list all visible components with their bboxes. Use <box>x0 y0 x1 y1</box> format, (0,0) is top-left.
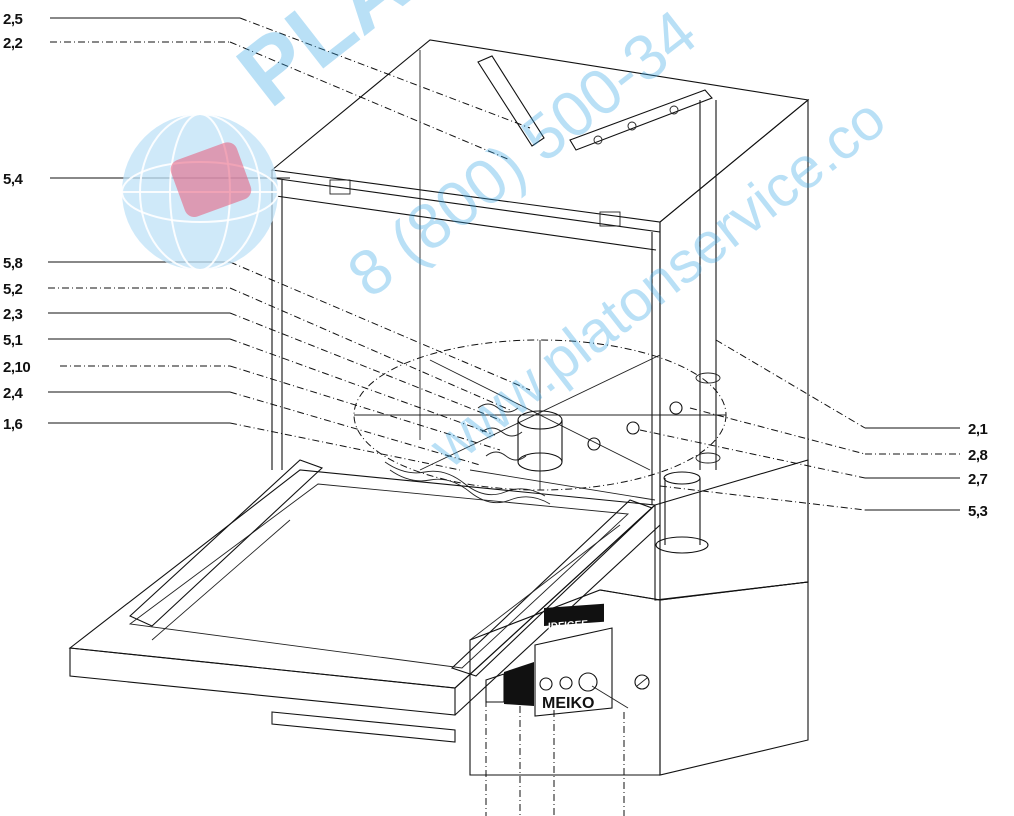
panel-display <box>544 603 604 626</box>
switch-block <box>485 673 505 703</box>
callout-label: 1,6 <box>3 416 23 433</box>
callout-label: 2,4 <box>3 385 24 402</box>
door-hinge-block <box>271 711 456 743</box>
right-guide-rail <box>450 499 654 677</box>
wash-arm-assembly <box>353 339 727 505</box>
wash-hub-bottom <box>517 452 563 472</box>
callout-label: 5,1 <box>3 332 23 349</box>
leader-5-1 <box>229 338 496 436</box>
base-housing-top-edge <box>599 589 661 601</box>
ring-nozzle <box>669 401 683 415</box>
callout-label: 2,8 <box>968 447 988 464</box>
knob-icon <box>539 677 553 691</box>
upper-spray-arms <box>477 55 713 151</box>
frame-top-rail-inner <box>275 195 657 251</box>
leader-2-3 <box>229 312 501 421</box>
door-front-edge <box>69 647 456 716</box>
chamber-floor-edge <box>469 469 656 501</box>
upper-spray-arm-left <box>477 55 545 147</box>
globe-logo-icon <box>121 113 279 271</box>
leader-2-1 <box>715 339 866 429</box>
screw-slot <box>636 677 648 687</box>
callout-label: 2,3 <box>3 306 23 323</box>
leader-2-2 <box>229 41 511 161</box>
control-panel-plate <box>534 627 613 717</box>
callout-label: 5,3 <box>968 503 988 520</box>
leader-5-8 <box>229 261 531 391</box>
nozzle <box>669 105 679 115</box>
left-guide-rail-groove <box>151 519 291 641</box>
watermark: PLATO 8 (800) 500-34 www.platonservice.c… <box>121 0 897 481</box>
callout-label: 5,2 <box>3 281 23 298</box>
callout-label: 5,4 <box>3 171 24 188</box>
standpipe-base <box>655 536 709 554</box>
sump-filter-edge <box>389 469 551 505</box>
watermark-brand: PLATO <box>220 0 522 126</box>
machine-cabinet <box>270 39 810 776</box>
nozzle <box>627 121 637 131</box>
leader-2-10 <box>229 365 501 451</box>
panel-display-text: IDFIGEE <box>548 619 588 633</box>
knob-icon <box>559 676 573 690</box>
left-guide-rail <box>129 459 324 627</box>
frame-top-rail <box>271 177 661 233</box>
pump-spring <box>477 403 527 461</box>
standpipe-top <box>663 471 701 485</box>
base-housing-side <box>659 581 809 776</box>
door-right-edge <box>454 504 656 689</box>
upper-spray-arm-right <box>569 89 713 151</box>
left-callouts: 2,5 2,2 5,4 5,8 5,2 2,3 5,1 2,10 2,4 1,6 <box>3 11 531 471</box>
door-hinge <box>329 179 351 195</box>
cabinet-lower-side <box>654 459 809 601</box>
leader-2-5 <box>239 17 531 129</box>
leader-2-4 <box>229 391 481 466</box>
knob-leader <box>591 685 629 709</box>
callout-label: 2,10 <box>3 359 30 376</box>
callout-label: 2,2 <box>3 35 23 52</box>
callout-label: 2,7 <box>968 471 988 488</box>
screw-icon <box>634 674 650 690</box>
open-door-tray <box>68 459 661 743</box>
door-hinge-right <box>599 211 621 227</box>
leader-5-3 <box>659 485 866 511</box>
ring-nozzle <box>587 437 601 451</box>
knob-icon <box>578 672 598 692</box>
callout-label: 2,1 <box>968 421 988 438</box>
callout-label: 5,8 <box>3 255 23 272</box>
leader-2-8 <box>689 407 866 455</box>
riser-coupling-lower <box>695 452 721 464</box>
panel-brand-text: MEIKO <box>542 695 594 712</box>
nozzle <box>593 135 603 145</box>
sump-filter <box>384 461 546 497</box>
right-callouts: 2,1 2,8 2,7 5,3 <box>639 339 988 520</box>
right-guide-rail-groove <box>469 524 621 641</box>
control-panel: IDFIGEE MEIKO <box>485 603 650 816</box>
leader-2-7 <box>639 429 866 479</box>
door-surface <box>68 469 657 689</box>
leader-5-2 <box>229 287 511 411</box>
leader-1-6 <box>229 422 461 471</box>
riser-pipe <box>655 100 721 554</box>
callout-label: 2,5 <box>3 11 23 28</box>
fuse-block <box>504 662 534 706</box>
ring-nozzle <box>626 421 640 435</box>
